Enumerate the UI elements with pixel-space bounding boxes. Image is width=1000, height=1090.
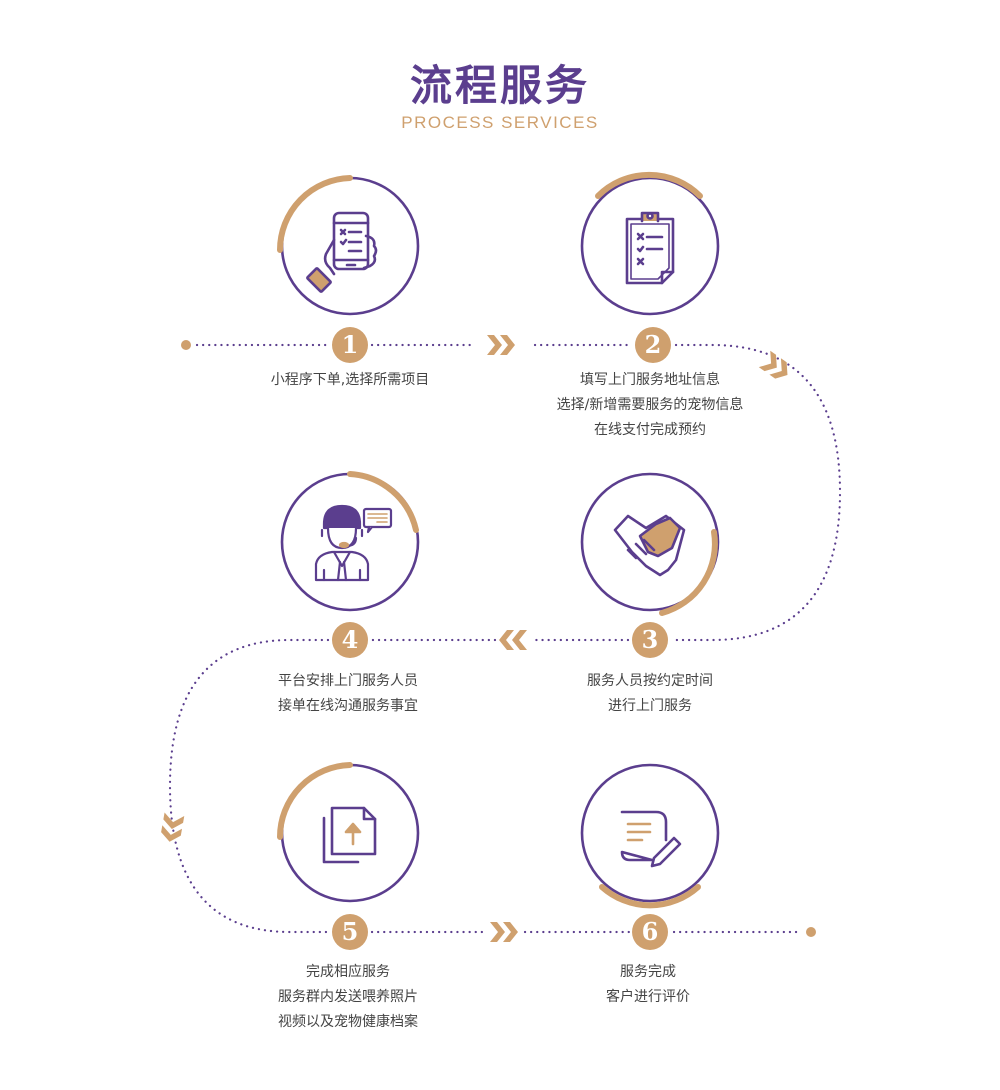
step-5-line-2: 服务群内发送喂养照片 bbox=[278, 989, 418, 1005]
step-3-description: 服务人员按约定时间 进行上门服务 bbox=[520, 669, 780, 719]
step-3-line-2: 进行上门服务 bbox=[608, 698, 692, 714]
step-2-line-1: 填写上门服务地址信息 bbox=[580, 372, 720, 388]
step-3-number: 3 bbox=[632, 622, 668, 658]
step-5-icon-circle bbox=[277, 762, 420, 903]
step-4-number: 4 bbox=[332, 622, 368, 658]
step-2-number: 2 bbox=[635, 327, 671, 363]
handshake-icon bbox=[613, 514, 686, 577]
step-4-line-1: 平台安排上门服务人员 bbox=[278, 673, 418, 689]
step-2-line-3: 在线支付完成预约 bbox=[594, 422, 706, 438]
step-6-line-1: 服务完成 bbox=[620, 964, 676, 980]
step-5-description: 完成相应服务 服务群内发送喂养照片 视频以及宠物健康档案 bbox=[218, 960, 478, 1035]
step-1-number: 1 bbox=[332, 327, 368, 363]
step-1-line-1: 小程序下单,选择所需项目 bbox=[270, 372, 430, 388]
step-3-line-1: 服务人员按约定时间 bbox=[587, 673, 713, 689]
chevron-right-icon bbox=[487, 335, 515, 355]
smartphone-checklist-icon bbox=[306, 211, 378, 293]
step-2-line-2: 选择/新增需要服务的宠物信息 bbox=[556, 397, 744, 413]
chevron-down-left-icon bbox=[161, 812, 185, 842]
chevron-right-icon bbox=[490, 922, 518, 942]
customer-service-icon bbox=[314, 504, 393, 582]
step-5-number: 5 bbox=[332, 914, 368, 950]
step-2-description: 填写上门服务地址信息 选择/新增需要服务的宠物信息 在线支付完成预约 bbox=[520, 368, 780, 443]
edit-document-icon bbox=[620, 810, 682, 868]
file-upload-icon bbox=[322, 806, 377, 864]
step-3-icon-circle bbox=[580, 472, 720, 616]
step-6-number: 6 bbox=[632, 914, 668, 950]
clipboard-checklist-icon bbox=[625, 211, 675, 285]
page-title: 流程服务 bbox=[409, 61, 590, 110]
step-4-description: 平台安排上门服务人员 接单在线沟通服务事宜 bbox=[218, 669, 478, 719]
step-5-line-1: 完成相应服务 bbox=[306, 964, 390, 980]
step-5-line-3: 视频以及宠物健康档案 bbox=[278, 1014, 418, 1030]
flow-start-dot bbox=[181, 340, 191, 350]
step-6-line-2: 客户进行评价 bbox=[606, 989, 690, 1005]
step-6-icon-circle bbox=[580, 763, 720, 909]
chevron-left-icon bbox=[499, 630, 527, 650]
step-4-icon-circle bbox=[280, 471, 420, 612]
flow-end-dot bbox=[806, 927, 816, 937]
step-1-icon-circle bbox=[277, 175, 420, 316]
chevron-down-right-icon bbox=[758, 350, 788, 379]
step-4-line-2: 接单在线沟通服务事宜 bbox=[278, 698, 418, 714]
page-subtitle: PROCESS SERVICES bbox=[401, 113, 599, 132]
step-1-description: 小程序下单,选择所需项目 bbox=[220, 368, 480, 393]
step-6-description: 服务完成 客户进行评价 bbox=[518, 960, 778, 1010]
step-2-icon-circle bbox=[580, 171, 720, 316]
